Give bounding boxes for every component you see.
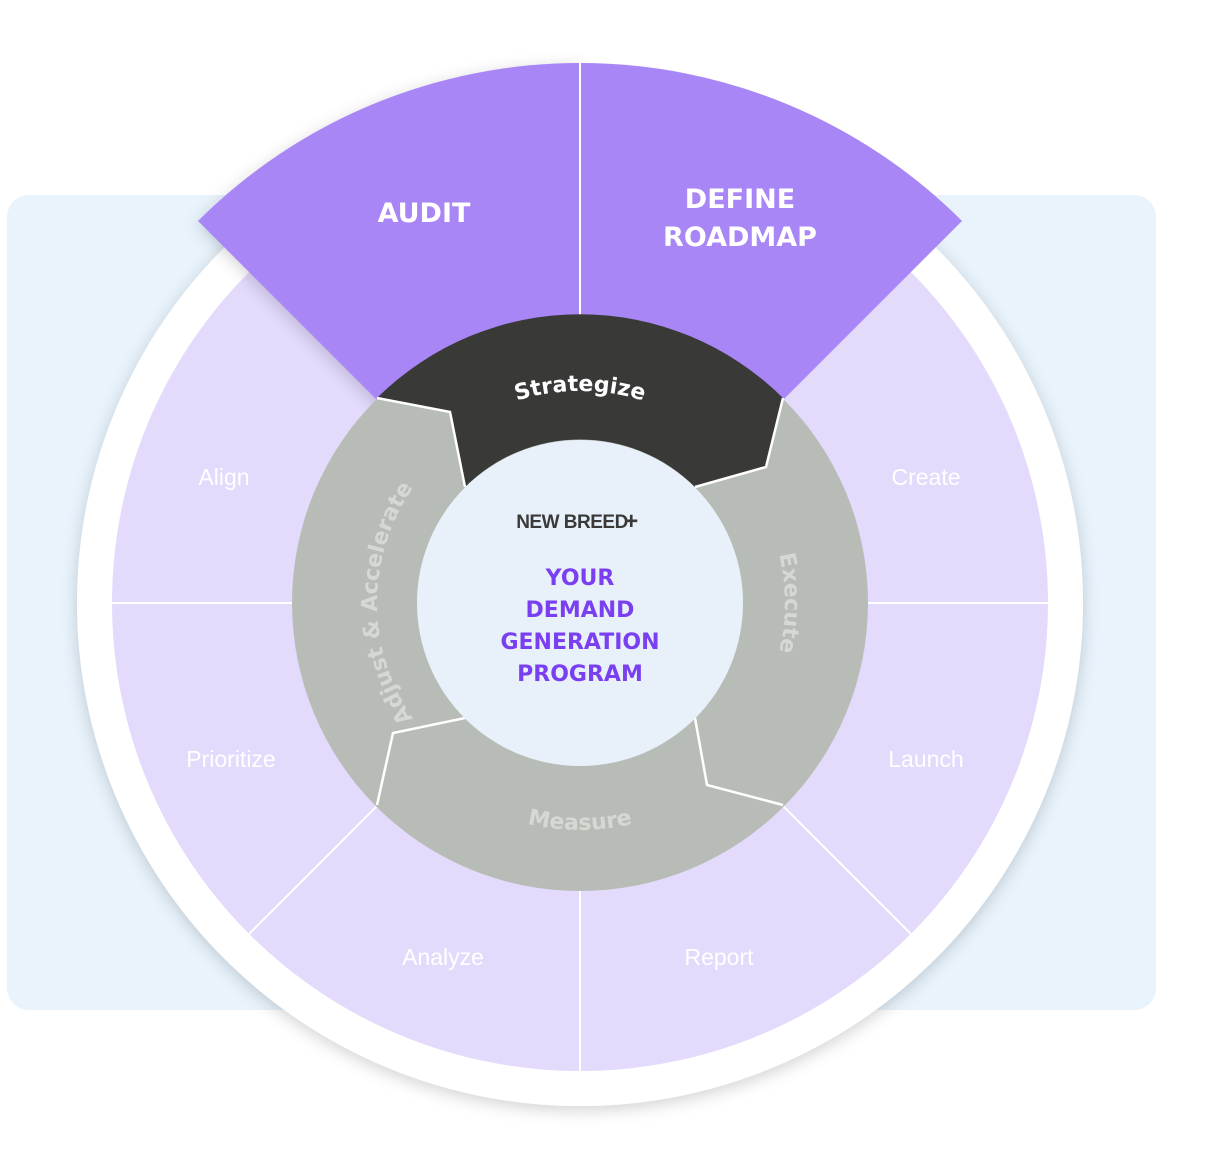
define-label: DEFINE [685, 184, 795, 215]
center-title-line-4: PROGRAM [517, 662, 643, 687]
center-title-line-3: GENERATION [500, 630, 659, 655]
phase-dividers [375, 396, 785, 807]
new-breed-logo: NEW BREED + [516, 508, 639, 535]
phase-strategize[interactable] [377, 314, 783, 487]
svg-text:NEW BREED: NEW BREED [516, 512, 628, 533]
wedge-label-create: Create [891, 464, 960, 490]
plus-icon: + [624, 508, 638, 535]
wedge-label-prioritize: Prioritize [186, 746, 275, 772]
center-title-line-2: DEMAND [526, 598, 635, 623]
center-hub [417, 440, 743, 766]
wedge-label-launch: Launch [888, 746, 963, 772]
roadmap-label: ROADMAP [663, 222, 817, 253]
center-title-line-1: YOUR [545, 566, 615, 591]
wedge-label-report: Report [684, 944, 754, 970]
wedge-label-analyze: Analyze [402, 944, 484, 970]
wedge-label-align: Align [198, 464, 249, 490]
audit-label: AUDIT [378, 198, 471, 229]
